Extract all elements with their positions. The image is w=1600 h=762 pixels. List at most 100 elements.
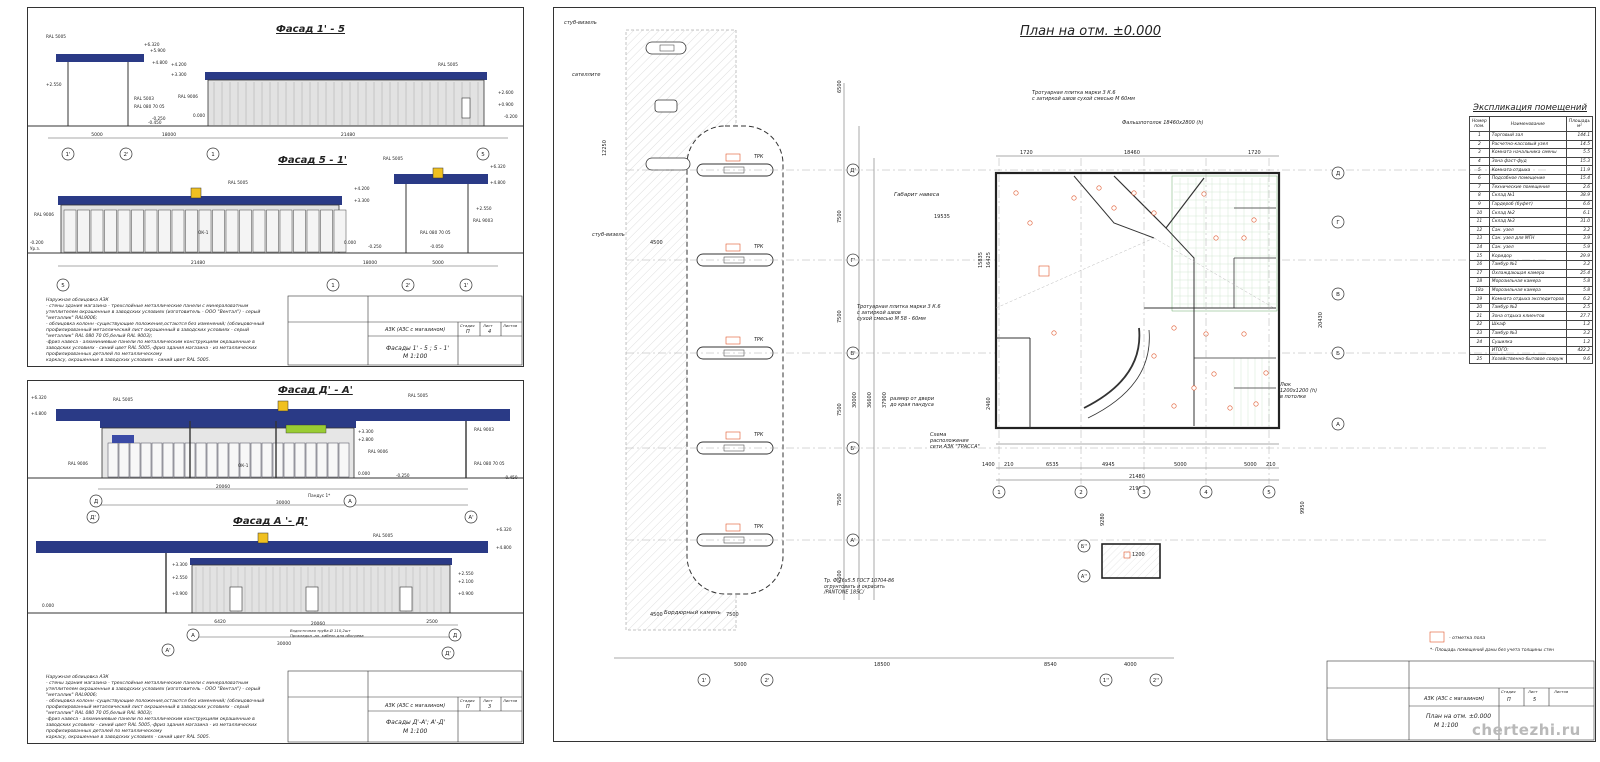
room-name: Коридор — [1488, 251, 1567, 261]
axis-right-marker: Б — [1336, 351, 1340, 357]
room-area: 3.2 — [1565, 225, 1594, 236]
ok1-label: ОК-1 — [198, 230, 209, 235]
room-name: Сушилка — [1488, 337, 1567, 347]
title-block-plan — [1326, 660, 1595, 741]
elev-0050: -0.050 — [430, 244, 444, 249]
dim-16425: 16425 — [986, 252, 992, 268]
axis-bottom-marker: 2 — [1079, 490, 1083, 496]
elev-3300-p3: +3.300 — [358, 429, 374, 434]
room-number: 18 — [1469, 277, 1490, 287]
dim-20430: 20430 — [1318, 312, 1324, 328]
dim-210-b: 210 — [1266, 462, 1276, 468]
ral080-label-b: RAL 080 70 05 — [420, 230, 451, 235]
elev-0000: 0.000 — [193, 113, 205, 118]
axis-2p-b: 2' — [405, 283, 410, 289]
room-number: 5 — [1469, 165, 1490, 175]
room-name: Шкаф — [1488, 320, 1567, 330]
trk-label: ТРК — [754, 244, 764, 250]
room-area: 14.5 — [1565, 139, 1594, 150]
room-number: 7 — [1469, 182, 1490, 193]
explication-title: Экспликация помещений — [1473, 103, 1587, 113]
ral080-p3: RAL 080 70 05 — [474, 461, 505, 466]
axis-1: 1 — [211, 152, 215, 158]
legend-floor-mark — [1429, 631, 1445, 643]
axis-bottom-marker: 1 — [997, 490, 1001, 496]
trk-label: ТРК — [754, 524, 764, 530]
elev-0000-p3: 0.000 — [358, 471, 370, 476]
ral5005-p3-b: RAL 5005 — [408, 393, 428, 398]
ral5005-p3-a: RAL 5005 — [113, 397, 133, 402]
axis-right-marker: Г — [1336, 220, 1340, 226]
dim-6500-top: 6500 — [837, 80, 843, 93]
dim-30000-plan: 30000 — [852, 392, 858, 408]
room-area: 25.4 — [1565, 268, 1594, 279]
room-area: 1.2 — [1565, 337, 1594, 347]
room-name: Тамбур №1 — [1488, 259, 1567, 270]
dim-20060-b: 20060 — [311, 621, 325, 627]
dim-1200: 1200 — [1132, 552, 1145, 558]
axis-lower-marker: 2' — [764, 678, 769, 684]
elev-0450: -0.450 — [148, 120, 162, 125]
room-area: 6.1 — [1565, 208, 1594, 218]
sheet-facades-1-5: Фасад 1' - 5 Фасад 5 - 1' 1' 2' 1 5 5000… — [27, 7, 524, 367]
dim-7500-a: 7500 — [837, 210, 843, 223]
elev-2550: +2.550 — [46, 82, 62, 87]
room-number: 19 — [1469, 294, 1490, 304]
ral9006-p3-b: RAL 9006 — [368, 449, 388, 454]
room-area: 3.2 — [1565, 259, 1594, 270]
axis-bottom-marker: 4 — [1204, 490, 1208, 496]
room-number: 4 — [1469, 156, 1490, 167]
room-area: 5.8 — [1565, 277, 1594, 287]
stamp-title-p3: Фасады Д'-А'; А'-Д' — [386, 719, 446, 726]
dim-4000: 4000 — [1124, 662, 1137, 668]
stamp-sheet-p3: 3 — [488, 704, 492, 710]
stamp-title-p4: Фасады 1' - 5 ; 5 - 1' — [386, 345, 449, 352]
axis-left-marker: А' — [850, 538, 855, 544]
axis-left-marker: Д' — [850, 168, 856, 174]
canopy-outline — [686, 125, 784, 595]
curb-label: Бордюрный камень — [664, 610, 721, 616]
canopy-fascia-2 — [394, 174, 488, 184]
title-block-p4 — [287, 295, 523, 366]
elev-0000-p3b: 0.000 — [42, 603, 54, 608]
room-name: Склад №1 — [1488, 191, 1567, 201]
room-area: 9.6 — [1565, 354, 1594, 365]
canopy-label: Габарит навеса — [894, 192, 940, 198]
room-name: Тамбур №2 — [1488, 302, 1567, 313]
axis-a: А — [348, 499, 352, 505]
dim-9950: 9950 — [1300, 501, 1306, 514]
room-area: 6.6 — [1565, 199, 1594, 210]
ral9006-label: RAL 9006 — [178, 94, 198, 99]
room-number: 6 — [1469, 173, 1490, 184]
axis-bottom-marker: 3 — [1142, 490, 1146, 496]
room-name: Комната отдыха экспедиторов — [1488, 294, 1567, 304]
canopy-fascia-3 — [56, 409, 510, 421]
room-number: 15 — [1469, 251, 1490, 261]
sheet-facades-d-a: Фасад Д' - А' Фасад А '- Д' Д А Д' А' 20… — [27, 380, 524, 744]
facade-drawings-p4: 1' 2' 1 5 5000 18000 21480 RAL 5005 RAL … — [28, 34, 523, 366]
room-name: Сан. узел — [1488, 225, 1567, 236]
room-number: 23 — [1469, 328, 1490, 339]
elev-3300: +3.300 — [171, 72, 187, 77]
ral9003-label: RAL 9003 — [473, 218, 493, 223]
ral5005-p3-c: RAL 5005 — [373, 533, 393, 538]
stamp-project-p4: АЗК (АЗС с магазином) — [385, 327, 446, 333]
axis-5-b: 5 — [61, 283, 65, 289]
axis-5: 5 — [481, 152, 485, 158]
room-number — [1469, 345, 1490, 356]
dim-8540: 8540 — [1044, 662, 1057, 668]
ral5005-label-b: RAL 5005 — [438, 62, 458, 67]
watermark: chertezhi.ru — [1472, 721, 1581, 739]
